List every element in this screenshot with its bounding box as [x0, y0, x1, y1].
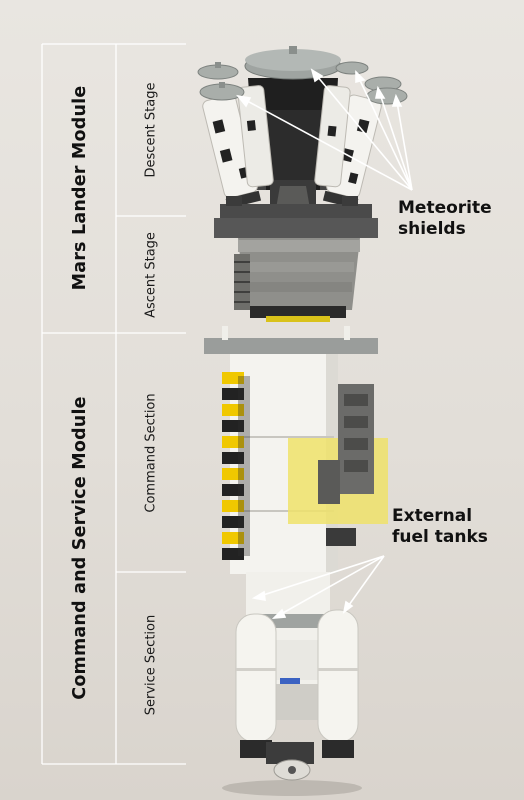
meteorite-shields-callout-line1: Meteorite: [398, 198, 492, 218]
model-shadow: [222, 780, 362, 796]
service-section-label: Service Section: [143, 614, 159, 716]
thruster-stack: [222, 372, 250, 560]
ascent-stage: [214, 196, 378, 322]
fuel-callout-arrows: [251, 555, 385, 619]
meteorite-shields-callout-line2: shields: [398, 219, 466, 239]
external-fuel-tanks-callout-line1: External: [392, 506, 473, 526]
meteorite-callout-arrows: [236, 68, 413, 191]
mars-lander-module-label: Mars Lander Module: [70, 85, 90, 291]
external-fuel-tanks-callout-line2: fuel tanks: [392, 527, 488, 547]
command-service-module-label: Command and Service Module: [70, 396, 90, 700]
meteorite-shields-callout: Meteorite shields: [398, 198, 492, 240]
command-section-label: Command Section: [143, 393, 159, 513]
external-fuel-tanks-callout: External fuel tanks: [392, 506, 488, 548]
ascent-stage-label: Ascent Stage: [143, 232, 159, 318]
service-section: [235, 572, 359, 781]
descent-stage-label: Descent Stage: [143, 82, 159, 178]
command-section: [204, 326, 388, 574]
meteorite-shields: [197, 46, 408, 105]
